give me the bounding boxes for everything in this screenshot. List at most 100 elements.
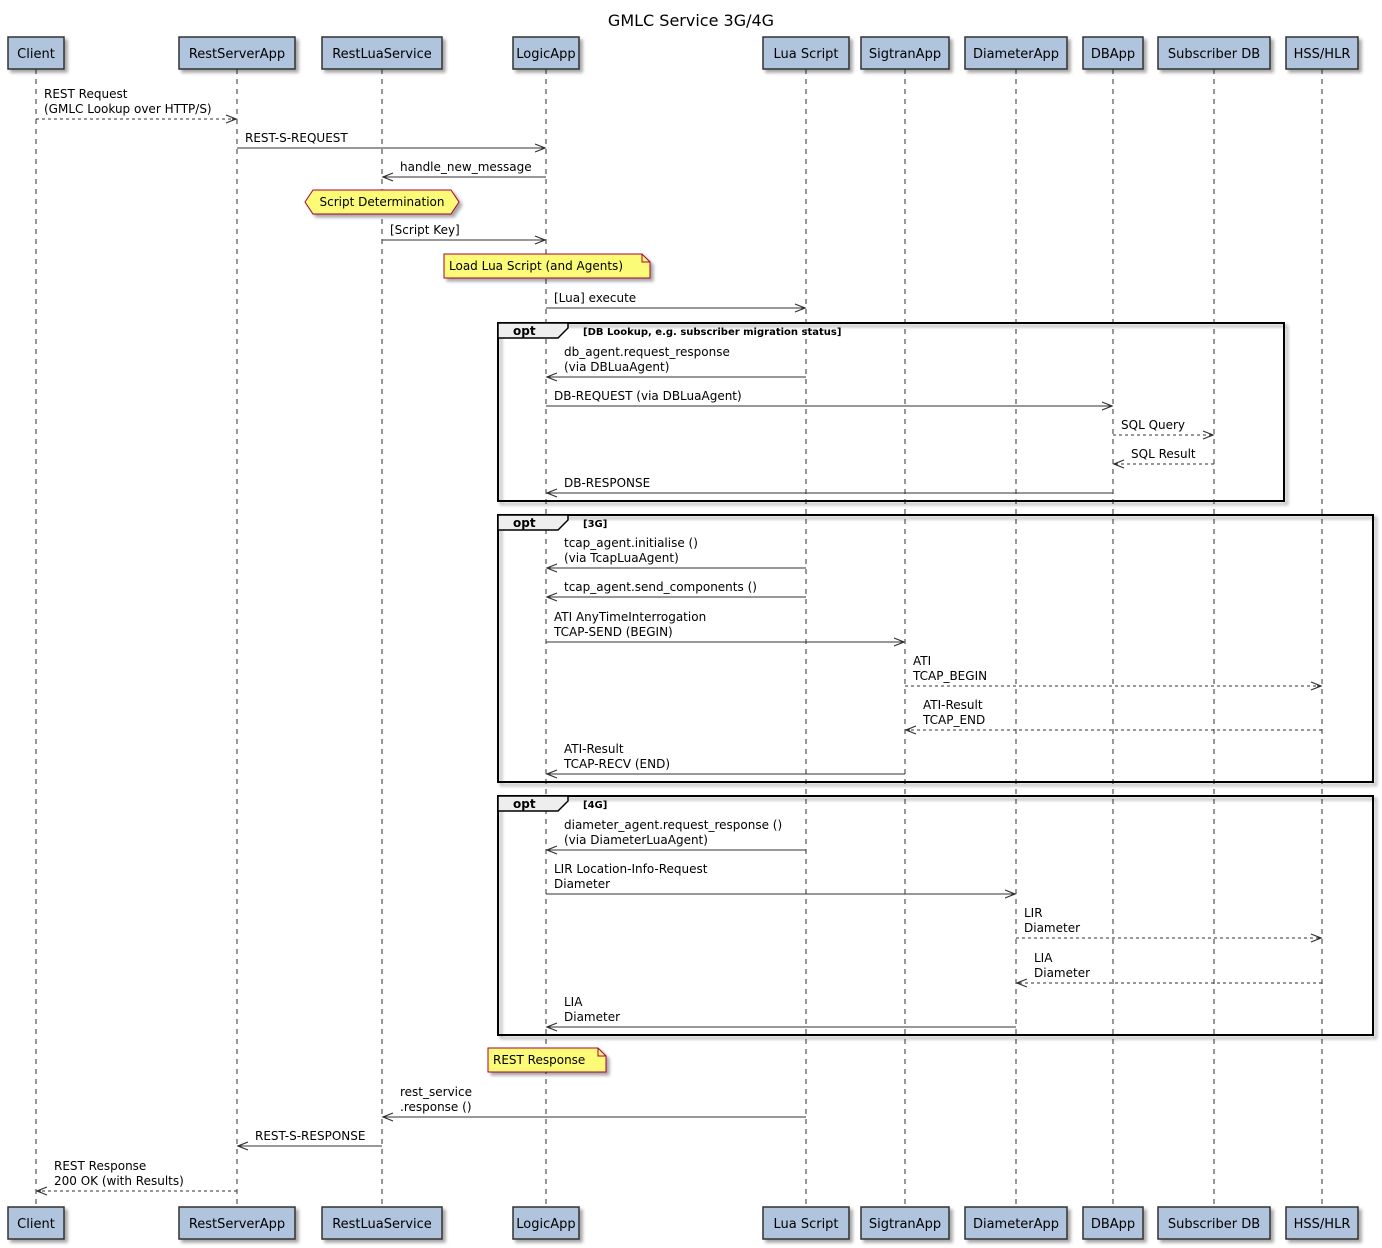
message-handle-new-message: handle_new_message bbox=[381, 160, 546, 182]
message-label: Diameter bbox=[1024, 921, 1080, 935]
participant-restluaservice-bottom: RestLuaService bbox=[321, 1206, 443, 1240]
message-rest-s-response: REST-S-RESPONSE bbox=[236, 1129, 382, 1151]
message-label: (via DiameterLuaAgent) bbox=[564, 833, 708, 847]
participant-label: RestLuaService bbox=[332, 47, 432, 62]
message-db-request-via-dbluaagent: DB-REQUEST (via DBLuaAgent) bbox=[546, 389, 1114, 411]
message-rest-request: REST Request(GMLC Lookup over HTTP/S) bbox=[36, 87, 238, 124]
participant-lua-script-top: Lua Script bbox=[762, 36, 850, 70]
message-label: LIA bbox=[1034, 951, 1053, 965]
participant-restserverapp-top: RestServerApp bbox=[178, 36, 296, 70]
message-label: ATI AnyTimeInterrogation bbox=[554, 610, 706, 624]
message-label: ATI-Result bbox=[923, 698, 983, 712]
message-rest-s-request: REST-S-REQUEST bbox=[237, 131, 547, 153]
opt-frame-db-lookup-e-g-subscriber-migration-status: opt[DB Lookup, e.g. subscriber migration… bbox=[497, 322, 1285, 502]
message-label: ATI-Result bbox=[564, 742, 624, 756]
message-label: [Script Key] bbox=[390, 223, 460, 237]
message-label: REST-S-RESPONSE bbox=[255, 1129, 365, 1143]
message-label: TCAP-SEND (BEGIN) bbox=[553, 625, 673, 639]
participant-restluaservice-top: RestLuaService bbox=[321, 36, 443, 70]
participant-label: HSS/HLR bbox=[1294, 47, 1351, 62]
note-text: REST Response bbox=[493, 1053, 585, 1067]
message-label: (GMLC Lookup over HTTP/S) bbox=[44, 102, 212, 116]
message-db-response: DB-RESPONSE bbox=[545, 476, 1113, 498]
participant-lua-script-bottom: Lua Script bbox=[762, 1206, 850, 1240]
message-label: tcap_agent.send_components () bbox=[564, 580, 757, 594]
message-label: Diameter bbox=[554, 877, 610, 891]
participant-label: Subscriber DB bbox=[1168, 1217, 1260, 1232]
message-label: diameter_agent.request_response () bbox=[564, 818, 782, 832]
participant-logicapp-bottom: LogicApp bbox=[512, 1206, 580, 1240]
message-label: TCAP_BEGIN bbox=[912, 669, 987, 683]
opt-frame-4g: opt [4G] bbox=[497, 795, 1374, 1036]
participant-label: DBApp bbox=[1091, 47, 1135, 62]
frame-condition: [3G] bbox=[583, 519, 607, 530]
participant-restserverapp-bottom: RestServerApp bbox=[178, 1206, 296, 1240]
participant-subscriber-db-top: Subscriber DB bbox=[1157, 36, 1271, 70]
message-tcap-agent-send-components: tcap_agent.send_components () bbox=[545, 580, 806, 602]
participant-diameterapp-bottom: DiameterApp bbox=[964, 1206, 1068, 1240]
message-label: 200 OK (with Results) bbox=[54, 1174, 184, 1188]
participant-label: DBApp bbox=[1091, 1217, 1135, 1232]
message-label: ATI bbox=[913, 654, 931, 668]
message-label: [Lua] execute bbox=[554, 291, 636, 305]
message-lua-execute: [Lua] execute bbox=[546, 291, 807, 313]
participant-label: Lua Script bbox=[773, 47, 838, 62]
message-label: db_agent.request_response bbox=[564, 345, 730, 359]
message-label: tcap_agent.initialise () bbox=[564, 536, 698, 550]
participant-client-bottom: Client bbox=[7, 1206, 65, 1240]
participant-label: Lua Script bbox=[773, 1217, 838, 1232]
message-label: LIR bbox=[1024, 906, 1043, 920]
participant-hss-hlr-bottom: HSS/HLR bbox=[1285, 1206, 1359, 1240]
hexagon-note-script-determination: Script Determination bbox=[304, 189, 460, 215]
participant-diameterapp-top: DiameterApp bbox=[964, 36, 1068, 70]
frame-condition: [4G] bbox=[583, 800, 607, 811]
message-label: REST Request bbox=[44, 87, 128, 101]
message-label: Diameter bbox=[1034, 966, 1090, 980]
participant-dbapp-bottom: DBApp bbox=[1082, 1206, 1144, 1240]
participant-hss-hlr-top: HSS/HLR bbox=[1285, 36, 1359, 70]
message-label: REST-S-REQUEST bbox=[245, 131, 348, 145]
participant-label: LogicApp bbox=[516, 47, 575, 62]
message-db-agent-request-response: db_agent.request_response(via DBLuaAgent… bbox=[545, 345, 806, 382]
participant-label: Client bbox=[17, 47, 55, 62]
message-tcap-agent-initialise: tcap_agent.initialise ()(via TcapLuaAgen… bbox=[545, 536, 806, 573]
message-label: (via DBLuaAgent) bbox=[564, 360, 669, 374]
note-load-lua-script-and-agents: Load Lua Script (and Agents) bbox=[443, 253, 651, 279]
message-label: .response () bbox=[400, 1100, 472, 1114]
participant-label: RestLuaService bbox=[332, 1217, 432, 1232]
message-diameter-agent-request-response: diameter_agent.request_response ()(via D… bbox=[545, 818, 806, 855]
participant-sigtranapp-top: SigtranApp bbox=[860, 36, 950, 70]
message-sql-result: SQL Result bbox=[1112, 447, 1214, 469]
message-label: DB-RESPONSE bbox=[564, 476, 650, 490]
opt-frame-3g: opt[3G] bbox=[497, 514, 1374, 783]
message-label: LIR Location-Info-Request bbox=[554, 862, 708, 876]
participant-label: Client bbox=[17, 1217, 55, 1232]
message-label: SQL Result bbox=[1131, 447, 1196, 461]
message-sql-query: SQL Query bbox=[1113, 418, 1215, 440]
participant-subscriber-db-bottom: Subscriber DB bbox=[1157, 1206, 1271, 1240]
participant-label: DiameterApp bbox=[973, 1217, 1059, 1232]
frame-keyword: opt bbox=[513, 324, 536, 338]
participant-dbapp-top: DBApp bbox=[1082, 36, 1144, 70]
message-label: handle_new_message bbox=[400, 160, 532, 174]
note-text: Load Lua Script (and Agents) bbox=[449, 259, 623, 273]
participant-client-top: Client bbox=[7, 36, 65, 70]
message-script-key: [Script Key] bbox=[382, 223, 547, 245]
participant-label: LogicApp bbox=[516, 1217, 575, 1232]
diagram-title: GMLC Service 3G/4G bbox=[608, 11, 774, 30]
frame-keyword: opt bbox=[513, 797, 536, 811]
message-label: TCAP-RECV (END) bbox=[563, 757, 670, 771]
participant-label: HSS/HLR bbox=[1294, 1217, 1351, 1232]
message-rest-service: rest_service.response () bbox=[381, 1085, 806, 1122]
participant-label: RestServerApp bbox=[189, 47, 285, 62]
message-label: TCAP_END bbox=[922, 713, 985, 727]
participant-label: Subscriber DB bbox=[1168, 47, 1260, 62]
